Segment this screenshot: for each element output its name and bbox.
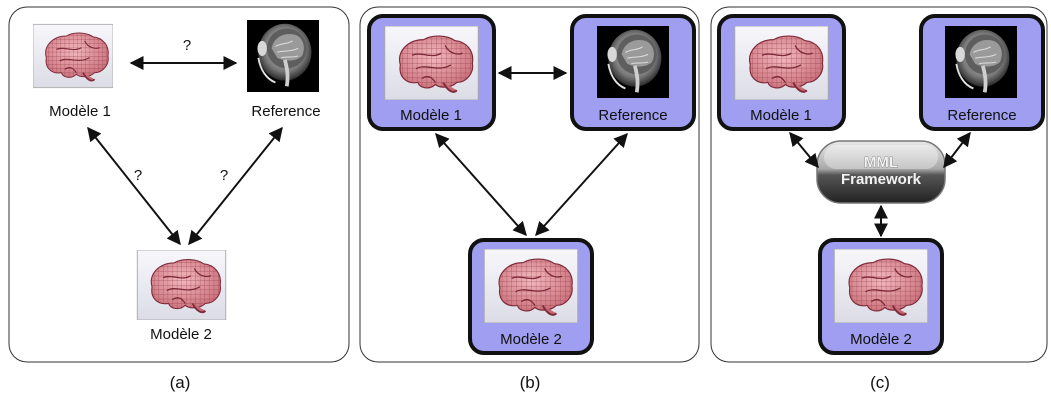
model1-module: Modèle 1 — [717, 14, 846, 131]
brain-mesh-icon — [33, 23, 113, 89]
mri-scan-icon — [247, 20, 319, 92]
connector-arrow — [789, 131, 819, 169]
framework-label: Framework — [841, 171, 922, 188]
caption-b: (b) — [520, 373, 541, 392]
unknown-link-mark: ? — [134, 167, 142, 184]
reference-label: Reference — [598, 107, 667, 124]
caption-c: (c) — [870, 373, 890, 392]
model1-node: Modèle 1 — [33, 23, 113, 120]
unknown-link-mark: ? — [183, 37, 191, 54]
brain-mesh-icon — [733, 26, 830, 100]
unknown-link-mark: ? — [220, 167, 228, 184]
panel-a: Modèle 1 Reference Modèle 2 ? ? ? — [8, 6, 350, 363]
model1-module: Modèle 1 — [367, 14, 496, 131]
mml-framework-hub: MML Framework — [816, 140, 946, 204]
caption-a: (a) — [170, 373, 191, 392]
connector-arrow — [87, 126, 181, 246]
mri-scan-icon — [945, 24, 1017, 100]
connector-arrow — [188, 126, 283, 246]
mml-label: MML — [864, 154, 898, 171]
brain-mesh-icon — [383, 26, 480, 100]
reference-label: Reference — [947, 107, 1016, 124]
connector-arrow — [943, 131, 971, 169]
panel-b: Modèle 1 Reference Modèle 2 — [359, 6, 700, 363]
brain-mesh-icon — [136, 250, 227, 320]
model2-module: Modèle 2 — [818, 238, 944, 355]
model1-label: Modèle 1 — [49, 103, 111, 120]
model2-module: Modèle 2 — [468, 238, 594, 355]
connector-arrow — [535, 132, 628, 237]
model2-label: Modèle 2 — [150, 326, 212, 343]
model1-label: Modèle 1 — [750, 107, 812, 124]
panel-c: Modèle 1 Reference Modèle 2 MML Framewor… — [710, 6, 1048, 363]
reference-node: Reference — [247, 20, 321, 120]
mri-scan-icon — [597, 24, 669, 100]
model2-node: Modèle 2 — [136, 250, 227, 343]
model2-label: Modèle 2 — [500, 331, 562, 348]
model2-label: Modèle 2 — [850, 331, 912, 348]
connector-arrow — [435, 132, 527, 237]
model1-label: Modèle 1 — [400, 107, 462, 124]
brain-mesh-icon — [483, 249, 579, 323]
reference-label: Reference — [251, 103, 320, 120]
brain-mesh-icon — [833, 249, 929, 323]
reference-module: Reference — [919, 14, 1045, 131]
reference-module: Reference — [570, 14, 696, 131]
